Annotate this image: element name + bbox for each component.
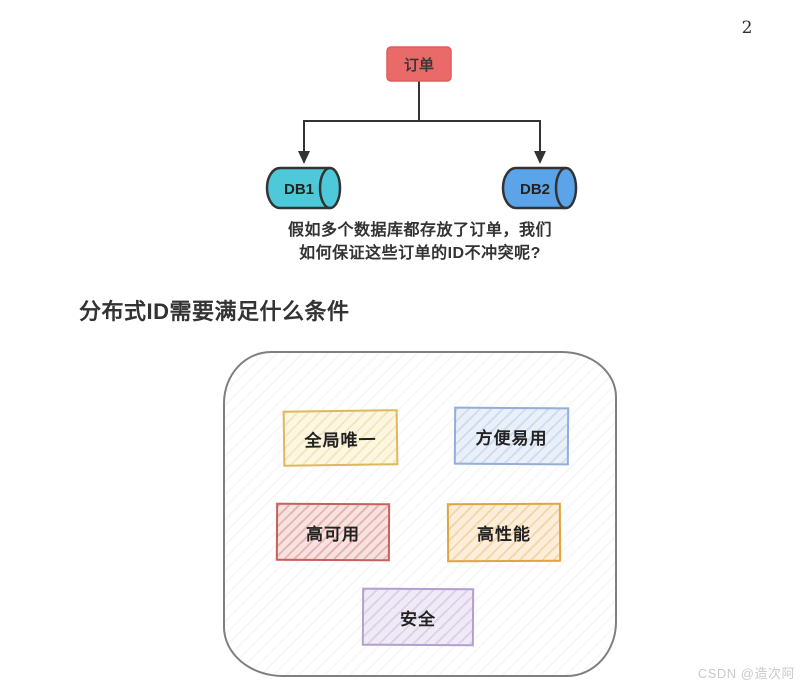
db2-cylinder: DB2	[501, 166, 578, 210]
requirement-label: 安全	[399, 609, 437, 629]
order-sharding-diagram: 订单 DB1 DB2	[265, 46, 578, 210]
order-node-label: 订单	[404, 56, 434, 74]
db2-label: DB2	[520, 181, 550, 198]
db1-cylinder-cap	[318, 166, 331, 210]
order-node: 订单	[386, 46, 452, 82]
db1-cylinder: DB1	[265, 166, 342, 210]
page-number: 2	[741, 18, 753, 38]
db2-cylinder-cap	[554, 166, 567, 210]
diagram-caption-line2: 如何保证这些订单的ID不冲突呢?	[299, 245, 541, 263]
requirement-label: 方便易用	[475, 428, 548, 448]
connector-branch-lines	[303, 120, 541, 153]
diagram-caption: 假如多个数据库都存放了订单，我们 如何保证这些订单的ID不冲突呢?	[240, 219, 600, 265]
arrowhead-db1	[298, 151, 310, 164]
requirement-label: 全局唯一	[304, 429, 377, 451]
section-heading: 分布式ID需要满足什么条件	[79, 299, 350, 324]
requirement-security: 安全	[361, 587, 475, 647]
db1-label: DB1	[284, 181, 314, 198]
order-node-box	[386, 46, 452, 82]
requirement-label: 高可用	[305, 524, 361, 544]
requirement-label: 高性能	[476, 524, 532, 545]
arrowhead-db2	[534, 151, 546, 164]
requirement-globally-unique: 全局唯一	[282, 409, 399, 467]
diagram-caption-line1: 假如多个数据库都存放了订单，我们	[287, 222, 552, 239]
requirement-high-availability: 高可用	[275, 502, 391, 562]
requirement-easy-to-use: 方便易用	[453, 406, 570, 466]
requirement-high-performance: 高性能	[446, 502, 562, 563]
csdn-watermark: CSDN @造次阿	[697, 666, 795, 681]
